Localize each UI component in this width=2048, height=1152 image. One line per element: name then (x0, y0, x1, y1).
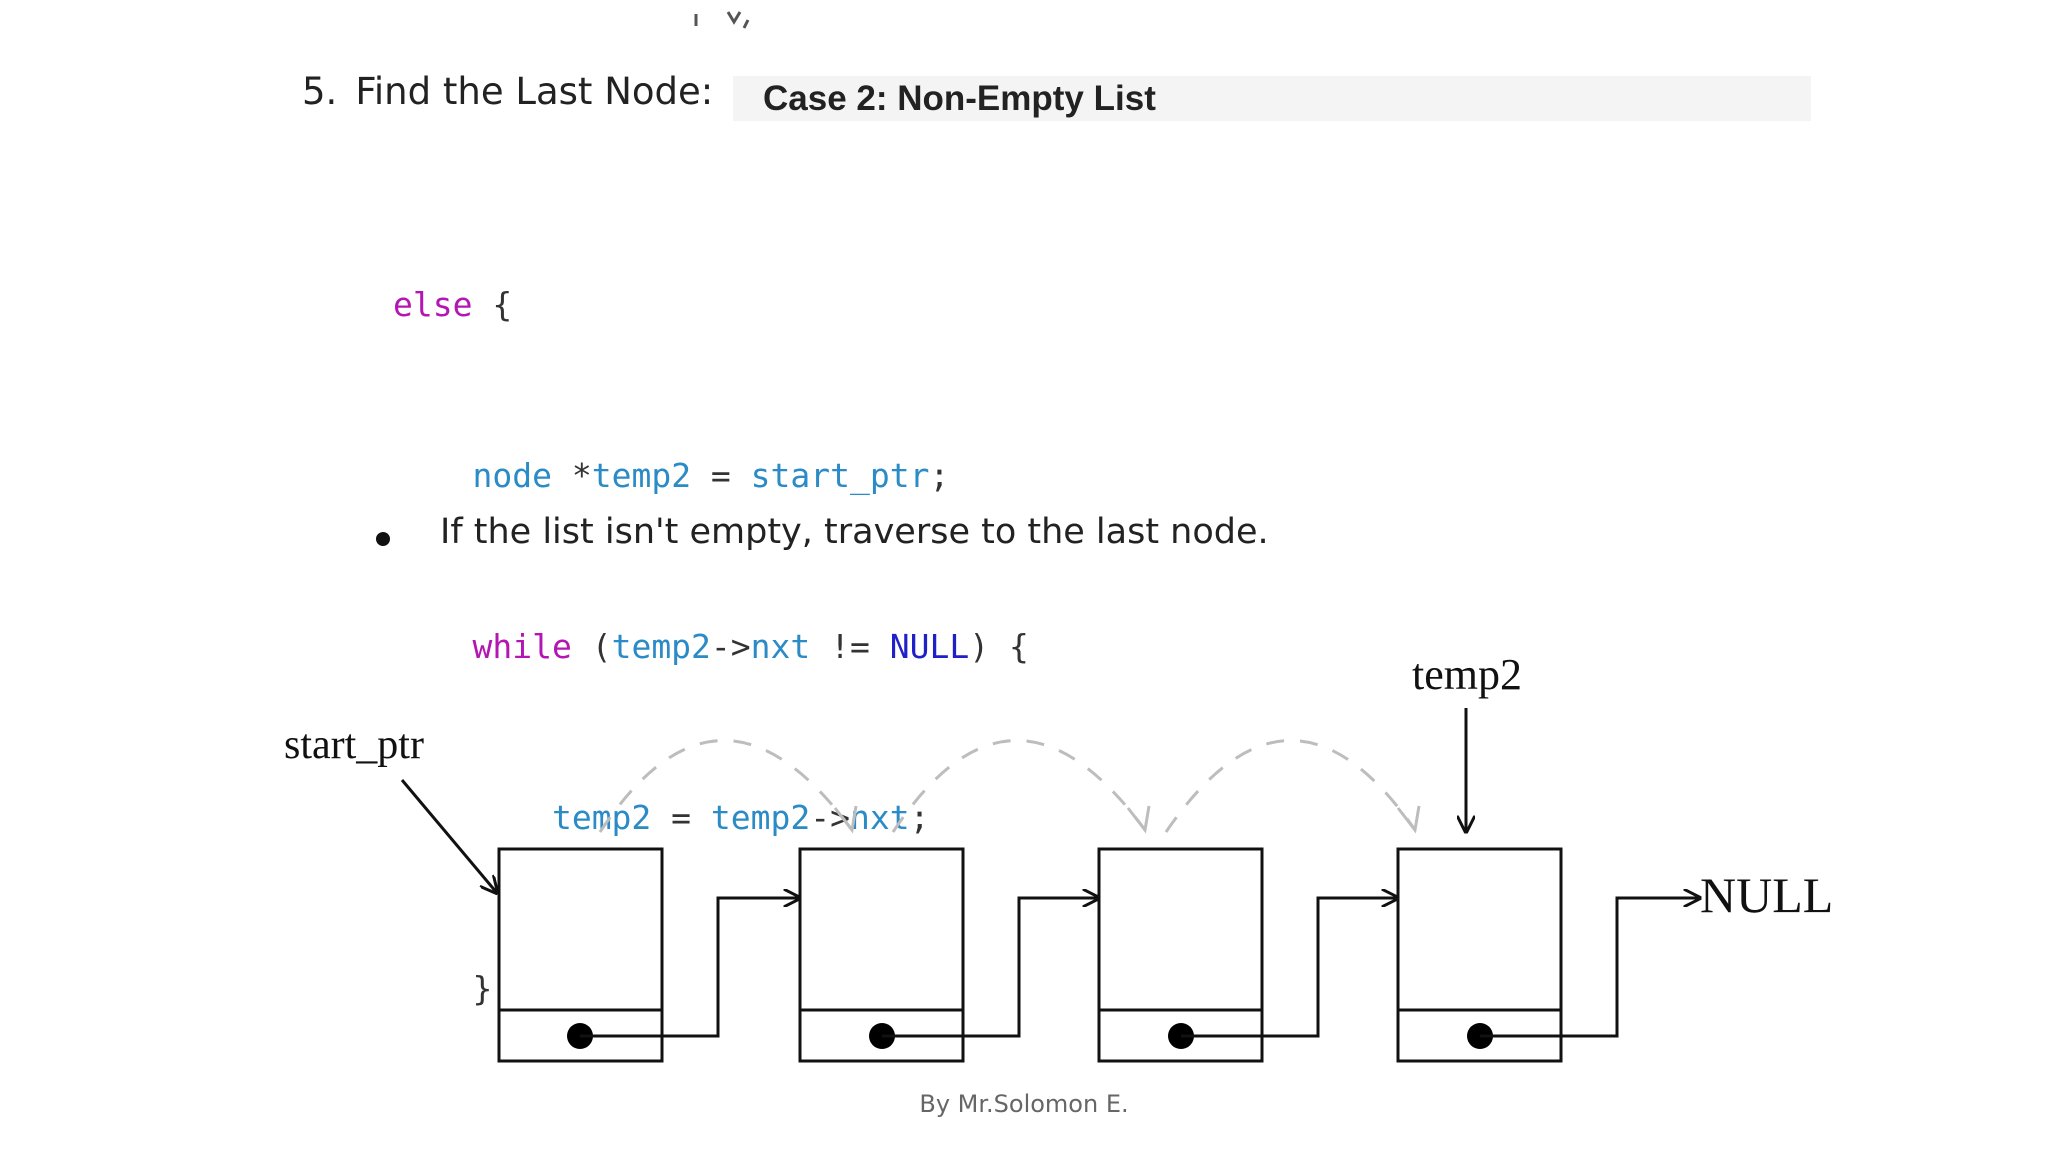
start-ptr-arrow (400, 779, 497, 893)
bullet-dot-icon (376, 532, 390, 546)
cropped-text-fragment (694, 11, 750, 29)
case-label: Case 2: Non-Empty List (763, 79, 1156, 118)
code-line-3: while (temp2->nxt != NULL) { (472, 627, 1029, 666)
start-ptr-label: start_ptr (284, 722, 424, 768)
footer-credit: By Mr.Solomon E. (919, 1090, 1129, 1118)
null-label: NULL (1700, 867, 1833, 923)
traversal-arc-2 (891, 739, 1147, 833)
code-line-5: } (472, 969, 493, 1008)
code-line-4: temp2 = temp2->nxt; (551, 798, 930, 837)
next-pointers (580, 898, 1700, 1038)
case-banner: Case 2: Non-Empty List (733, 76, 1811, 121)
next-pointer-4 (1480, 898, 1700, 1038)
code-block: else { node *temp2 = start_ptr; while (t… (393, 162, 1029, 1074)
bullet-text: If the list isn't empty, traverse to the… (440, 512, 1269, 552)
code-line-2: node *temp2 = start_ptr; (472, 456, 950, 495)
step-heading: 5. Find the Last Node: (302, 70, 713, 113)
traversal-arc-1 (598, 739, 854, 833)
node-1 (497, 847, 664, 1063)
code-line-1: else { (393, 285, 513, 324)
next-pointer-1 (580, 898, 800, 1038)
temp2-label: temp2 (1412, 650, 1522, 699)
step-title: Find the Last Node: (355, 70, 714, 113)
traversal-arc-3 (1164, 739, 1417, 833)
next-pointer-3 (1181, 898, 1398, 1038)
step-number: 5. (302, 70, 338, 113)
node-2 (798, 847, 965, 1063)
traversal-arcs (598, 739, 1417, 833)
traversal-arc-heads (833, 805, 1421, 834)
next-pointer-2 (882, 898, 1099, 1038)
